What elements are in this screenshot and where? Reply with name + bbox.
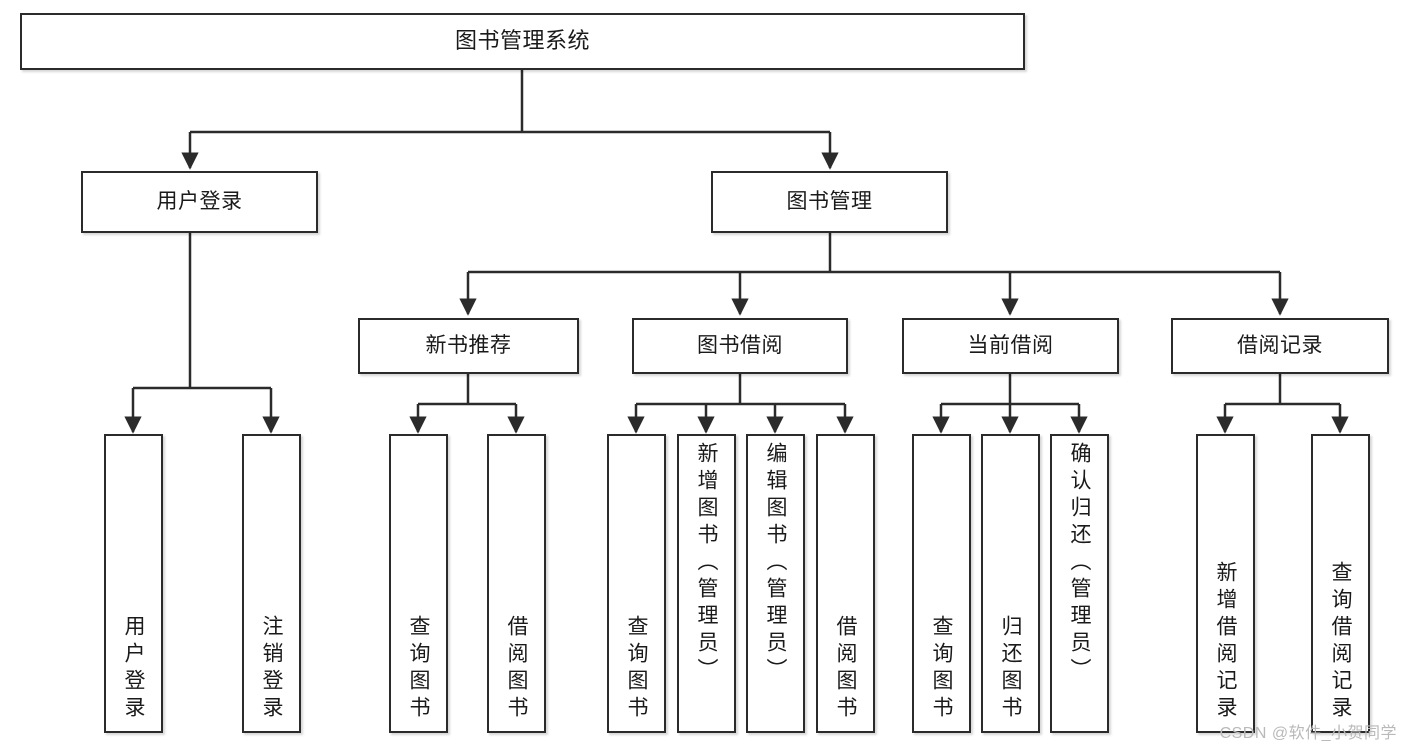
node-leaf-return-book[interactable]: 归还图书 (981, 434, 1040, 733)
node-leaf-edit-book-label: 编辑图书（管理员） (764, 442, 787, 685)
node-borrow-record[interactable]: 借阅记录 (1171, 318, 1389, 374)
node-root-system-label: 图书管理系统 (454, 28, 590, 54)
node-leaf-borrow-book-2-label: 借阅图书 (834, 615, 857, 723)
node-new-book-recommend-label: 新书推荐 (425, 334, 512, 358)
node-book-manage[interactable]: 图书管理 (711, 171, 948, 233)
node-leaf-query-book-2[interactable]: 查询图书 (607, 434, 666, 733)
node-book-borrow[interactable]: 图书借阅 (632, 318, 848, 374)
node-leaf-return-book-label: 归还图书 (999, 615, 1022, 723)
node-current-borrow-label: 当前借阅 (967, 334, 1054, 358)
node-leaf-add-book-label: 新增图书（管理员） (695, 442, 718, 685)
node-leaf-query-borrow-record-label: 查询借阅记录 (1329, 561, 1352, 723)
node-borrow-record-label: 借阅记录 (1237, 334, 1323, 358)
node-user-login-label: 用户登录 (156, 190, 243, 214)
node-leaf-user-login[interactable]: 用户登录 (104, 434, 163, 733)
node-leaf-add-borrow-record-label: 新增借阅记录 (1214, 561, 1237, 723)
node-new-book-recommend[interactable]: 新书推荐 (358, 318, 579, 374)
node-leaf-logout-login-label: 注销登录 (260, 615, 283, 723)
node-book-manage-label: 图书管理 (786, 190, 873, 214)
node-user-login[interactable]: 用户登录 (81, 171, 318, 233)
node-current-borrow[interactable]: 当前借阅 (902, 318, 1119, 374)
node-leaf-borrow-book-1-label: 借阅图书 (505, 615, 528, 723)
node-leaf-add-borrow-record[interactable]: 新增借阅记录 (1196, 434, 1255, 733)
csdn-watermark: CSDN @软件_小贺同学 (1219, 725, 1397, 742)
node-root-system[interactable]: 图书管理系统 (20, 13, 1025, 70)
node-leaf-confirm-return-label: 确认归还（管理员） (1068, 442, 1091, 685)
node-leaf-confirm-return[interactable]: 确认归还（管理员） (1050, 434, 1109, 733)
node-leaf-logout-login[interactable]: 注销登录 (242, 434, 301, 733)
node-leaf-borrow-book-2[interactable]: 借阅图书 (816, 434, 875, 733)
node-leaf-query-book-3-label: 查询图书 (930, 615, 953, 723)
node-leaf-edit-book[interactable]: 编辑图书（管理员） (746, 434, 805, 733)
node-leaf-add-book[interactable]: 新增图书（管理员） (677, 434, 736, 733)
node-leaf-query-borrow-record[interactable]: 查询借阅记录 (1311, 434, 1370, 733)
node-leaf-query-book-2-label: 查询图书 (625, 615, 648, 723)
node-leaf-query-book-1-label: 查询图书 (407, 615, 430, 723)
node-book-borrow-label: 图书借阅 (697, 334, 783, 358)
node-leaf-user-login-label: 用户登录 (122, 615, 145, 723)
node-leaf-query-book-1[interactable]: 查询图书 (389, 434, 448, 733)
node-leaf-borrow-book-1[interactable]: 借阅图书 (487, 434, 546, 733)
node-leaf-query-book-3[interactable]: 查询图书 (912, 434, 971, 733)
